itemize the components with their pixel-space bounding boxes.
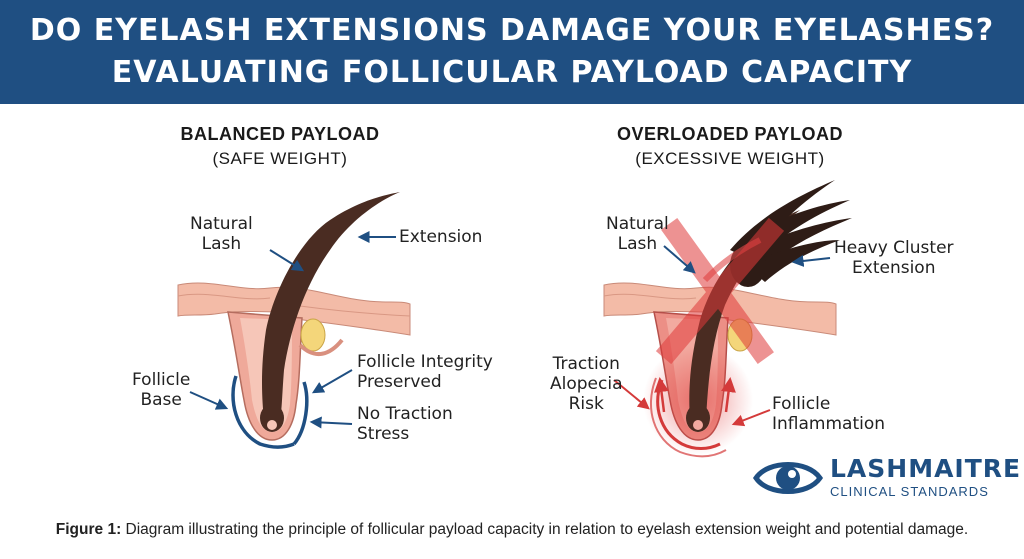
brand-name: LASHMAITRE <box>830 454 1022 483</box>
arrow-traction-alopecia <box>613 379 650 410</box>
arrow-heavy-cluster <box>791 254 831 267</box>
arrow-natural-lash-left <box>269 249 305 272</box>
eye-icon <box>752 462 824 494</box>
red-arrow-up-right <box>721 377 736 413</box>
left-panel-subtitle: (SAFE WEIGHT) <box>212 149 348 168</box>
label-follicle-base: Follicle Base <box>132 370 191 410</box>
label-traction-alopecia: Traction Alopecia Risk <box>550 354 623 414</box>
left-natural-lash <box>262 192 400 420</box>
caption-prefix: Figure 1: <box>55 521 122 538</box>
left-follicle-arc <box>231 375 295 449</box>
label-natural-lash-left: Natural Lash <box>190 214 253 254</box>
arrow-natural-lash-right <box>663 245 696 274</box>
left-lash-bulb <box>260 404 284 432</box>
arrow-follicle-base <box>189 391 229 410</box>
inflammation-arc <box>656 379 721 450</box>
label-follicle-inflammation: Follicle Inflammation <box>772 394 886 434</box>
label-follicle-integrity: Follicle Integrity Preserved <box>357 352 493 392</box>
label-heavy-cluster: Heavy Cluster Extension <box>834 238 954 278</box>
arrow-follicle-inflammation <box>731 409 771 427</box>
right-panel-subtitle: (EXCESSIVE WEIGHT) <box>635 149 825 168</box>
caption-text: Diagram illustrating the principle of fo… <box>121 521 969 538</box>
figure-caption: Figure 1: Diagram illustrating the princ… <box>0 521 1024 539</box>
red-arrow-up-left <box>654 377 669 413</box>
label-extension: Extension <box>399 227 483 247</box>
right-panel-title: OVERLOADED PAYLOAD <box>616 124 844 144</box>
title-line-2: EVALUATING FOLLICULAR PAYLOAD CAPACITY <box>111 55 913 90</box>
arrow-no-traction <box>309 416 353 429</box>
left-panel-title: BALANCED PAYLOAD <box>180 124 380 144</box>
header-banner: DO EYELASH EXTENSIONS DAMAGE YOUR EYELAS… <box>0 0 1024 104</box>
arrow-follicle-integrity <box>311 369 353 394</box>
brand-logo: LASHMAITRE CLINICAL STANDARDS <box>752 452 1020 504</box>
label-natural-lash-right: Natural Lash <box>606 214 669 254</box>
warning-cross-icon <box>655 217 785 365</box>
label-no-traction: No Traction Stress <box>357 404 453 444</box>
brand-tagline: CLINICAL STANDARDS <box>830 484 989 499</box>
title-line-1: DO EYELASH EXTENSIONS DAMAGE YOUR EYELAS… <box>29 13 995 48</box>
